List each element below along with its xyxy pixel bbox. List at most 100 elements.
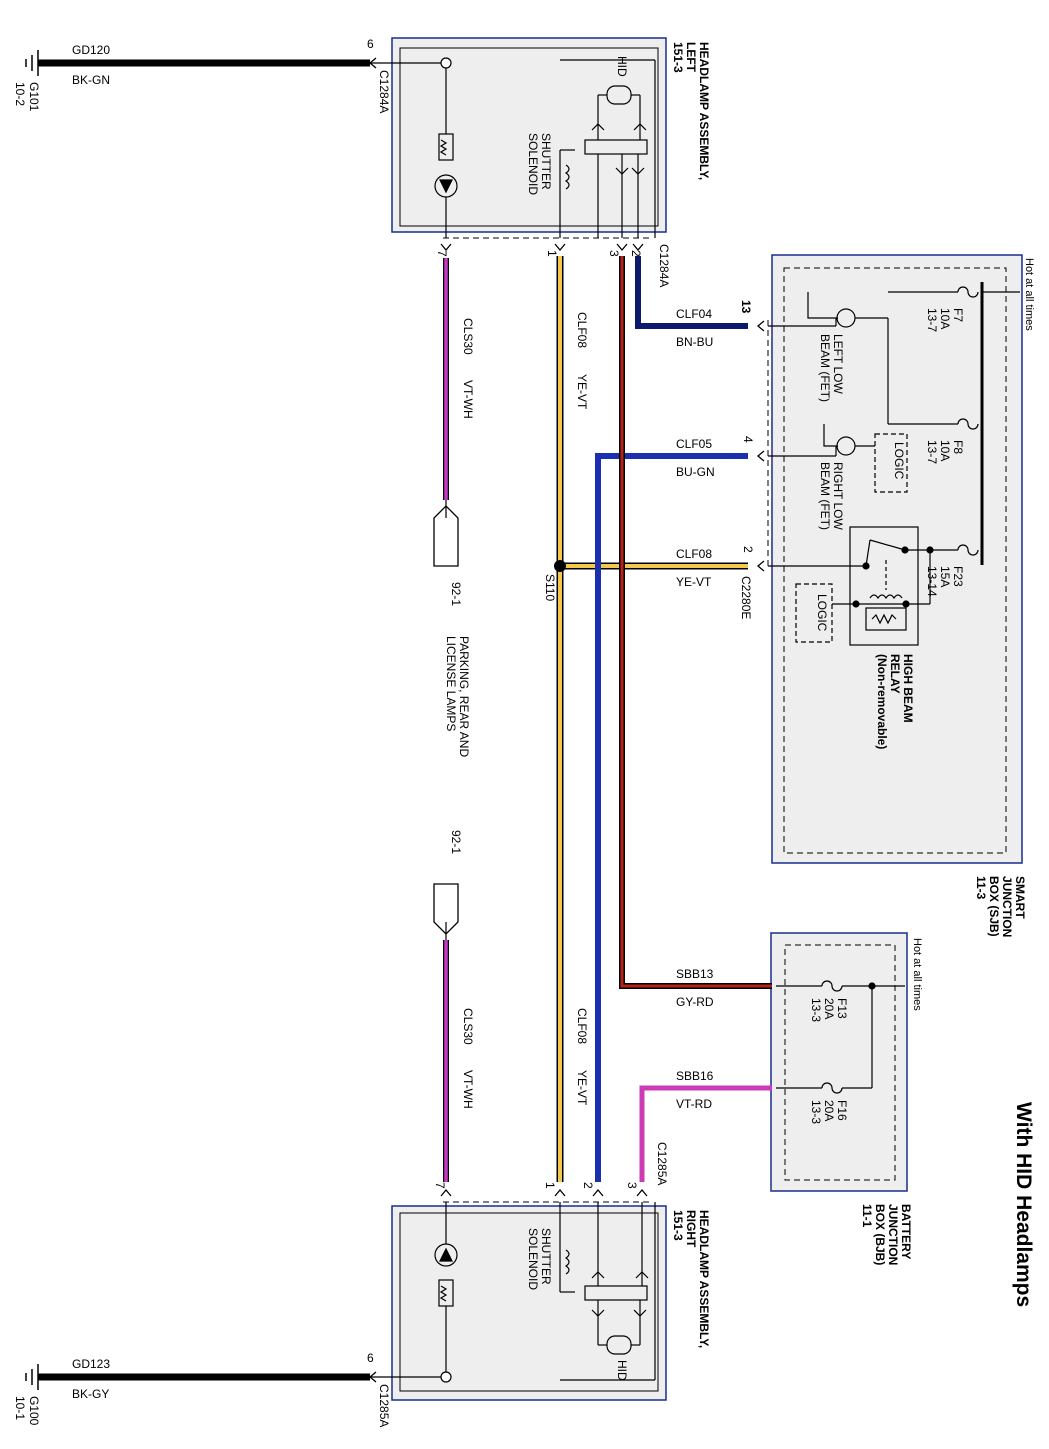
clf04-color: BN-BU [676, 335, 713, 349]
headlamp-left-inner [399, 47, 659, 227]
clf08-color-top: YE-VT [575, 374, 589, 410]
bjb-box [770, 932, 908, 1192]
c2280e-label: C2280E [739, 576, 753, 619]
gd123-color: BK-GY [72, 1387, 109, 1401]
headlamp-right-box [391, 1205, 667, 1401]
c1285a-ground-label: C1285A [377, 1384, 391, 1427]
sjb-internals [768, 282, 1020, 646]
headlamp-left-solenoid1: SHUTTER [539, 133, 553, 190]
headlamp-left-side: LEFT [684, 42, 698, 73]
headlamp-left-solenoid2: SOLENOID [526, 133, 540, 195]
headlamp-right-page: 151-3 [671, 1210, 685, 1241]
headlamp-right-title: HEADLAMP ASSEMBLY, [697, 1210, 711, 1348]
c1285a-pin-3: 3 [625, 1182, 639, 1189]
sjb-f7-name: F7 [951, 308, 965, 322]
wire-sbb13-color [620, 256, 772, 988]
clf05-color: BU-GN [676, 465, 715, 479]
ground-symbol-g100 [25, 1364, 39, 1390]
clf05-circuit: CLF05 [676, 437, 712, 451]
clf04-circuit: CLF04 [676, 307, 712, 321]
clf08-circuit-bot: CLF08 [575, 1008, 589, 1044]
headlamp-left-page: 151-3 [671, 42, 685, 73]
c1284a-ground-label: C1284A [377, 70, 391, 113]
headlamp-left-internals [434, 57, 656, 238]
cls30-circuit-bot: CLS30 [461, 1008, 475, 1045]
g100-id: G100 [27, 1396, 41, 1426]
bjb-page: 11-1 [860, 1204, 874, 1228]
sjb-f7-amp: 10A [938, 308, 952, 329]
wire-clf04 [635, 256, 748, 329]
bjb-line3: BOX (BJB) [873, 1204, 887, 1265]
sjb-relay-line1: HIGH BEAM [901, 654, 915, 723]
bjb-line2: JUNCTION [886, 1204, 900, 1265]
sjb-page: 11-3 [974, 876, 988, 900]
cls30-color-top: VT-WH [461, 380, 475, 419]
sjb-right-fet-line2: BEAM (FET) [818, 462, 832, 530]
headlamp-right-hid: HID [615, 1360, 629, 1381]
sjb-box [771, 254, 1023, 864]
g100-page: 10-1 [13, 1396, 27, 1420]
sjb-line2: JUNCTION [1000, 876, 1014, 937]
headlamp-right-internals [434, 1202, 656, 1383]
c1285a-pin-2: 2 [581, 1182, 595, 1189]
sjb-logic-top: LOGIC [892, 442, 906, 480]
parking-line2: LICENSE LAMPS [444, 636, 458, 731]
ground-symbol-g101 [25, 50, 39, 76]
headlamp-right-inner [399, 1212, 659, 1392]
bjb-f16-amp: 20A [822, 1100, 836, 1121]
bjb-f16-ref: 13-3 [809, 1100, 823, 1124]
ref-92-1-bot: 92-1 [449, 830, 463, 854]
c1285a-label: C1285A [655, 1142, 669, 1185]
c1285a-pin-7: 7 [433, 1182, 447, 1189]
clf08-color-bot: YE-VT [575, 1070, 589, 1106]
sjb-left-fet-line1: LEFT LOW [831, 334, 845, 394]
headlamp-left-title: HEADLAMP ASSEMBLY, [697, 42, 711, 180]
headlamp-right-side: RIGHT [684, 1210, 698, 1248]
sjb-dashed [783, 267, 1007, 854]
sjb-f7-ref: 13-7 [925, 308, 939, 332]
headlamp-right-solenoid2: SOLENOID [526, 1228, 540, 1290]
sjb-hot: Hot at all times [1023, 258, 1035, 331]
sjb-f23-ref: 13-14 [925, 566, 939, 597]
sbb13-circuit: SBB13 [676, 967, 714, 981]
g101-page: 10-2 [13, 82, 27, 106]
sjb-relay-line3: (Non-removable) [875, 654, 889, 749]
gd123-circuit: GD123 [72, 1357, 110, 1371]
c1284a-pin-2: 2 [629, 250, 643, 257]
clf08-sjb-pin: 2 [741, 546, 755, 553]
headlamp-left-hid: HID [615, 56, 629, 77]
ref-92-1-top: 92-1 [449, 582, 463, 606]
parking-line1: PARKING, REAR AND [457, 636, 471, 757]
c1284a-pin-1: 1 [545, 250, 559, 257]
bjb-dashed [784, 944, 896, 1181]
wire-clf05 [595, 453, 748, 1182]
clf05-pin: 4 [741, 436, 755, 443]
gd120-color: BK-GN [72, 73, 110, 87]
c1285a-pin-1: 1 [543, 1182, 557, 1189]
sjb-relay-line2: RELAY [888, 654, 902, 694]
sjb-f8-amp: 10A [938, 440, 952, 461]
connector-chevrons [368, 57, 765, 1383]
gd120-circuit: GD120 [72, 43, 110, 57]
bjb-hot: Hot at all times [911, 938, 923, 1011]
splice-s110 [554, 560, 566, 572]
sjb-line1: SMART [1013, 876, 1027, 919]
pointer-92-1-bot [433, 883, 459, 935]
cls30-color-bot: VT-WH [461, 1070, 475, 1109]
diagram-title: With HID Headlamps [1012, 1102, 1035, 1307]
c1284a-pin-7: 7 [435, 250, 449, 257]
wire-sbb13 [619, 256, 772, 989]
gd123-pin: 6 [367, 1351, 374, 1365]
headlamp-left-box [391, 37, 667, 233]
bjb-f13-amp: 20A [822, 998, 836, 1019]
c1284a-pin-3: 3 [607, 250, 621, 257]
sjb-f8-name: F8 [951, 440, 965, 454]
splice-s110-label: S110 [543, 574, 557, 601]
cls30-circuit-top: CLS30 [461, 318, 475, 355]
clf04-pin: 13 [739, 300, 753, 314]
sjb-f8-ref: 13-7 [925, 440, 939, 464]
sbb16-color: VT-RD [676, 1097, 712, 1111]
clf08-circuit-top: CLF08 [575, 312, 589, 348]
sjb-f23-amp: 15A [938, 566, 952, 587]
